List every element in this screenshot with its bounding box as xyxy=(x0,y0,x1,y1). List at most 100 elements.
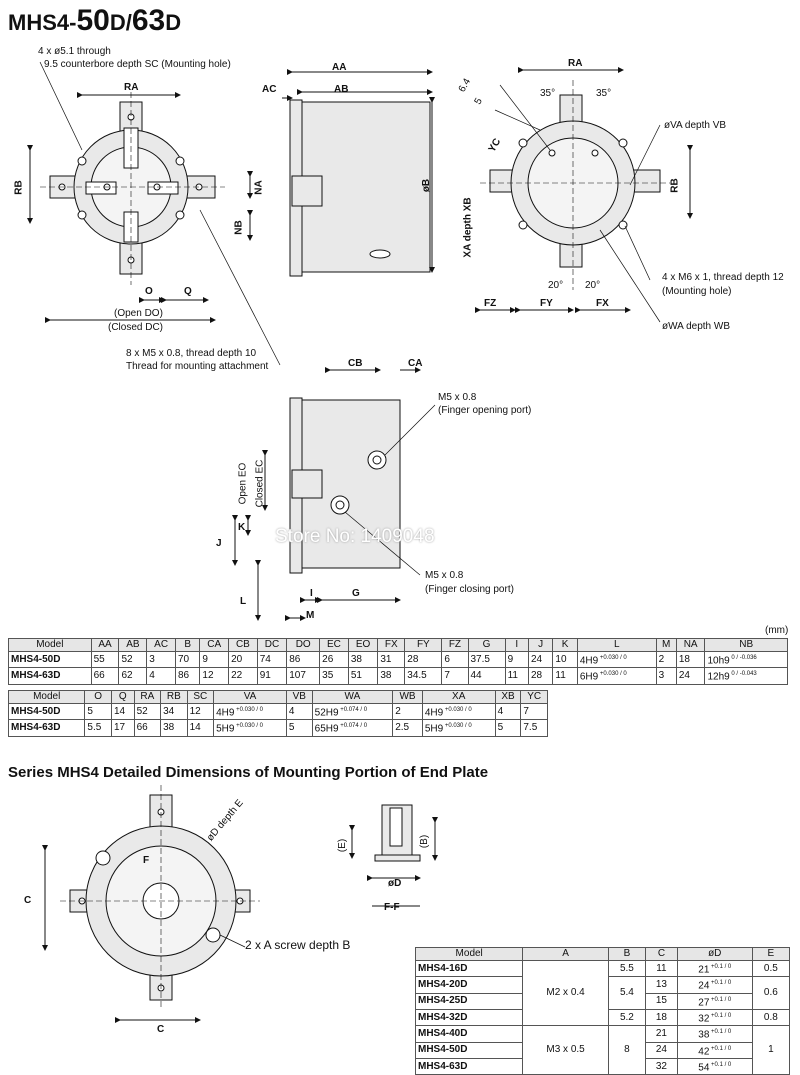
section-title: Series MHS4 Detailed Dimensions of Mount… xyxy=(8,764,489,781)
table-header: EC xyxy=(319,638,349,652)
table-cell: 9 xyxy=(199,650,230,669)
table-cell: 12 xyxy=(199,667,230,685)
m5-close-label: M5 x 0.8 xyxy=(425,570,464,581)
table-cell: 0.8 xyxy=(751,1008,791,1027)
table-header: AA xyxy=(90,638,120,652)
wa-label: øWA depth WB xyxy=(662,321,730,332)
table-header: CB xyxy=(228,638,258,652)
table-cell: 5.2 xyxy=(607,1008,647,1027)
table-cell: 3 xyxy=(655,667,677,685)
table-cell: 17 xyxy=(110,719,135,737)
table-cell: 38 xyxy=(160,719,188,737)
tolerance: +0.1 / 0 xyxy=(709,1045,732,1052)
tolerance: +0.1 / 0 xyxy=(709,980,732,987)
table-header: I xyxy=(504,638,529,652)
open-do-label: (Open DO) xyxy=(114,308,163,319)
table-cell: 4H9 +0.030 / 0 xyxy=(576,650,657,669)
table-cell: 9 xyxy=(504,650,529,669)
table-header: CA xyxy=(199,638,230,652)
dim-rb-rear: RB xyxy=(669,178,681,193)
tolerance: +0.030 / 0 xyxy=(443,707,472,713)
table-cell: 55 xyxy=(90,650,120,669)
table-header: E xyxy=(751,947,791,961)
table-header: AB xyxy=(118,638,148,652)
angle-35-right: 35° xyxy=(596,88,612,99)
table-header: AC xyxy=(146,638,176,652)
table-cell: 5H9 +0.030 / 0 xyxy=(213,719,287,737)
table-cell: 7 xyxy=(441,667,469,685)
table-cell: 86 xyxy=(174,667,201,685)
table-cell: 10h9 0 / -0.036 xyxy=(704,650,788,669)
table-cell: 18 xyxy=(645,1008,678,1027)
tolerance: +0.1 / 0 xyxy=(709,964,732,970)
table-header: K xyxy=(552,638,578,652)
table-cell: 5 xyxy=(285,719,313,737)
table-cell: 20 xyxy=(228,650,258,669)
page-title: MHS4-50D/63D xyxy=(8,4,182,37)
table-cell: MHS4-50D xyxy=(8,650,92,669)
table-header: XA xyxy=(421,690,496,704)
xa-label: XA depth XB xyxy=(462,197,474,258)
dim-l: L xyxy=(240,596,247,607)
table-header: O xyxy=(84,690,112,704)
dim-eo: Open EO xyxy=(237,462,249,505)
table-cell: 11 xyxy=(645,959,678,978)
table-cell: 52 xyxy=(118,650,148,669)
table-cell: 35 xyxy=(319,667,349,685)
tolerance: +0.030 / 0 xyxy=(443,723,472,730)
table-cell: 66 xyxy=(90,667,120,685)
dim-nb: NB xyxy=(233,220,245,235)
dim-g: G xyxy=(352,588,360,599)
tolerance: +0.1 / 0 xyxy=(709,1029,732,1036)
table-header: NA xyxy=(675,638,706,652)
table-cell: 31 xyxy=(377,650,406,669)
table-cell: 14 xyxy=(110,702,135,721)
dim-cb: CB xyxy=(348,358,363,369)
table-cell: 6 xyxy=(441,650,469,669)
m6-label-2: (Mounting hole) xyxy=(662,286,732,297)
dim-b: (B) xyxy=(419,834,431,849)
table-header: Model xyxy=(8,638,92,652)
table-cell: 24 +0.1 / 0 xyxy=(676,976,753,994)
dim-ra: RA xyxy=(124,82,139,93)
section-ff xyxy=(374,804,421,862)
dim-j: J xyxy=(216,538,222,549)
table-cell: MHS4-63D xyxy=(414,1057,524,1075)
table-header: EO xyxy=(347,638,379,652)
table-cell: 15 xyxy=(645,992,678,1010)
table-header: WA xyxy=(311,690,394,704)
table-cell: 10 xyxy=(552,650,578,669)
table-cell: M3 x 0.5 xyxy=(522,1025,609,1075)
side-view xyxy=(289,99,431,277)
table-header: YC xyxy=(520,690,548,704)
table-header: øD xyxy=(676,947,753,961)
dim-fy: FY xyxy=(540,298,553,309)
table-header: WB xyxy=(392,690,423,704)
table-cell: 38 xyxy=(377,667,406,685)
m5-open-label-2: (Finger opening port) xyxy=(438,405,532,416)
table-header: J xyxy=(527,638,554,652)
table-cell: MHS4-16D xyxy=(414,959,524,978)
table-cell: M2 x 0.4 xyxy=(522,959,609,1027)
table-cell: 5H9 +0.030 / 0 xyxy=(421,719,496,737)
dim-c-vertical: C xyxy=(24,895,32,906)
table-header: FX xyxy=(377,638,406,652)
table-cell: 11 xyxy=(504,667,529,685)
table-cell: 24 xyxy=(645,1041,678,1059)
table-header: B xyxy=(174,638,201,652)
table-header: SC xyxy=(186,690,215,704)
table-cell: 32 +0.1 / 0 xyxy=(676,1008,753,1027)
table-cell: 70 xyxy=(174,650,201,669)
table-cell: 2 xyxy=(392,702,423,721)
counterbore-label: 9.5 counterbore depth SC (Mounting hole) xyxy=(44,59,231,70)
dim-m: M xyxy=(306,610,315,621)
dim-e: (E) xyxy=(337,838,349,853)
